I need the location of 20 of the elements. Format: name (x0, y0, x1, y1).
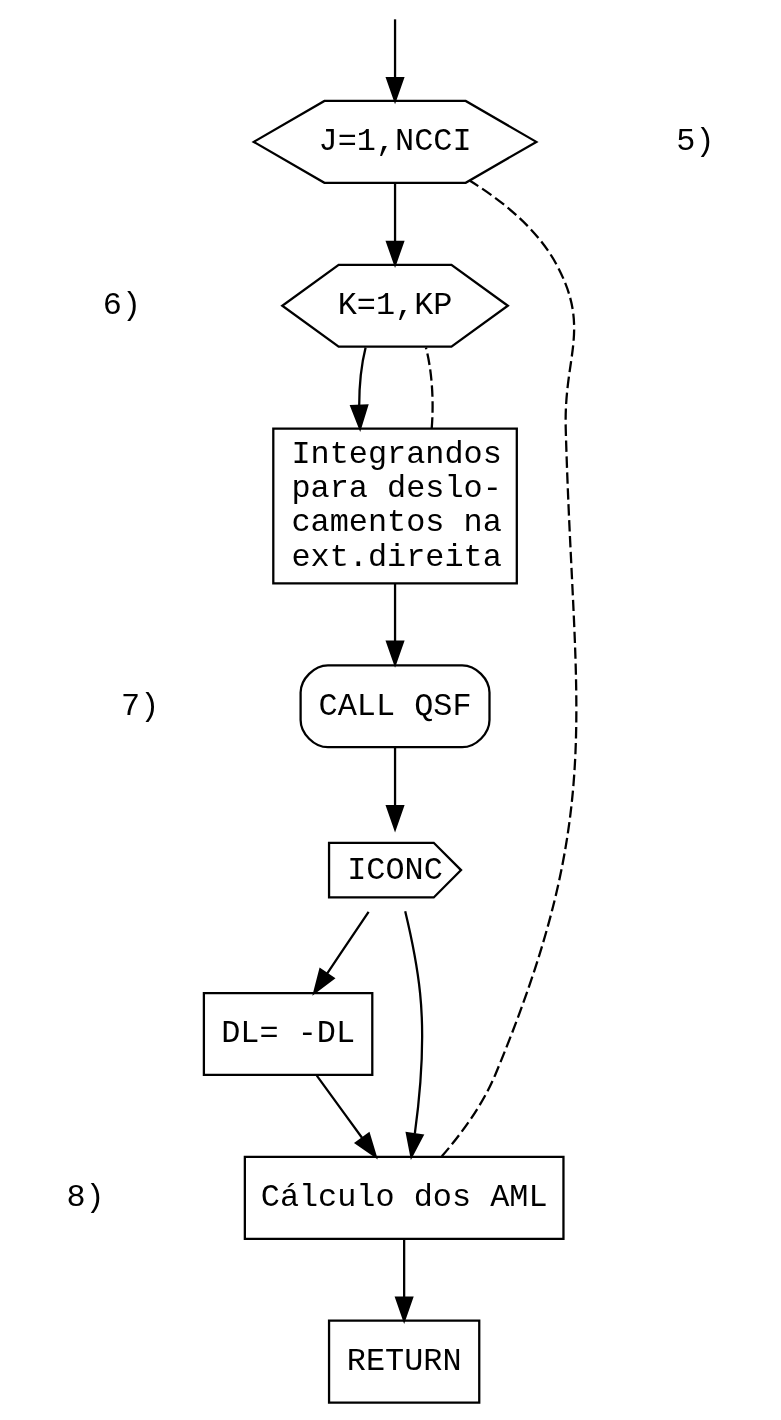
node-box: RETURN (327, 1319, 481, 1404)
arrow (404, 910, 425, 1161)
label: 6) (102, 287, 142, 325)
connector (424, 347, 434, 429)
arrow (385, 19, 405, 105)
arrow (385, 183, 405, 268)
label: 7) (121, 687, 160, 725)
label: 5) (676, 123, 715, 161)
arrow (312, 911, 370, 996)
node-box: DL= -DL (202, 991, 374, 1077)
node-box: Integrandos para deslo- camentos na ext.direita (272, 427, 518, 585)
label: 8) (66, 1179, 105, 1217)
node-box: CALL QSF (299, 664, 491, 749)
arrow (385, 747, 405, 833)
node-box: Cálculo dos AML (243, 1155, 565, 1240)
arrow (315, 1074, 378, 1160)
arrow (394, 1239, 414, 1324)
arrow (349, 347, 369, 432)
arrow (385, 583, 405, 668)
connector (440, 179, 578, 1158)
